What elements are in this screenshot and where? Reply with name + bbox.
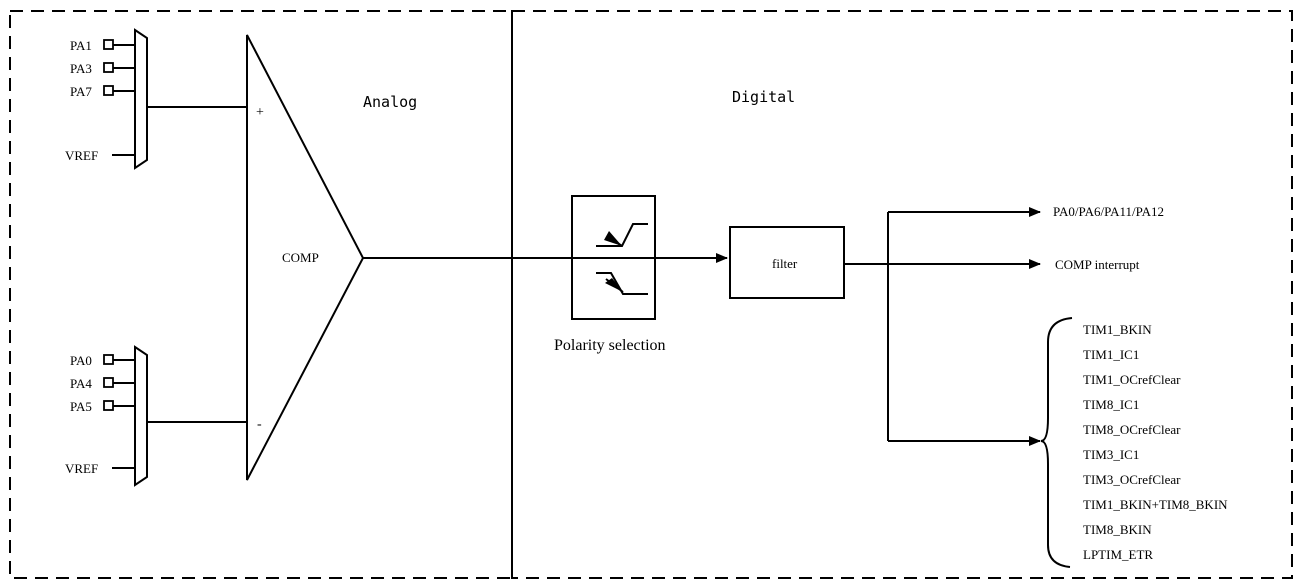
- timer-target-item: TIM1_BKIN+TIM8_BKIN: [1083, 497, 1228, 512]
- non-inverting-symbol-icon: [596, 223, 648, 247]
- pin-label: PA7: [70, 84, 92, 99]
- comparator-label: COMP: [282, 250, 319, 265]
- pin-label: PA1: [70, 38, 92, 53]
- timer-targets-brace: [1040, 317, 1073, 568]
- timer-target-item: TIM3_IC1: [1083, 447, 1139, 462]
- filter-block: [729, 226, 845, 299]
- comparator-minus-sign: -: [257, 417, 262, 432]
- timer-target-item: LPTIM_ETR: [1083, 547, 1153, 562]
- inverting-symbol-icon: [596, 272, 648, 295]
- timer-target-item: TIM1_IC1: [1083, 347, 1139, 362]
- minus-mux-input-2: PA4: [70, 376, 135, 391]
- vref-label: VREF: [65, 148, 98, 163]
- minus-mux-input-3: PA5: [70, 399, 135, 414]
- timer-target-item: TIM1_OCrefClear: [1083, 372, 1181, 387]
- plus-mux-input-2: PA3: [70, 61, 135, 76]
- polarity-selector: [571, 195, 656, 320]
- plus-input-mux: PA1 PA3 PA7 VREF: [65, 28, 148, 170]
- plus-mux-input-1: PA1: [70, 38, 135, 53]
- polarity-selection-label: Polarity selection: [554, 337, 666, 354]
- timer-target-item: TIM8_IC1: [1083, 397, 1139, 412]
- timer-target-item: TIM1_BKIN: [1083, 322, 1152, 337]
- digital-region-frame: [511, 10, 1293, 579]
- comparator: + - COMP: [246, 34, 365, 481]
- timer-target-item: TIM8_BKIN: [1083, 522, 1152, 537]
- plus-mux-vref: VREF: [65, 148, 135, 163]
- minus-mux-vref: VREF: [65, 461, 135, 476]
- comparator-triangle: [246, 34, 365, 481]
- pin-label: PA4: [70, 376, 92, 391]
- analog-region-label: Analog: [363, 93, 417, 111]
- comp-interrupt-label: COMP interrupt: [1055, 257, 1140, 272]
- minus-input-mux: PA0 PA4 PA5 VREF: [65, 345, 148, 487]
- timer-target-list: TIM1_BKIN TIM1_IC1 TIM1_OCrefClear TIM8_…: [1083, 322, 1228, 562]
- digital-region-label: Digital: [732, 88, 795, 106]
- analog-region-frame: [9, 10, 513, 579]
- gpio-output-label: PA0/PA6/PA11/PA12: [1053, 204, 1164, 219]
- pin-label: PA5: [70, 399, 92, 414]
- minus-mux-input-1: PA0: [70, 353, 135, 368]
- timer-target-item: TIM8_OCrefClear: [1083, 422, 1181, 437]
- pin-label: PA3: [70, 61, 92, 76]
- plus-mux-input-3: PA7: [70, 84, 135, 99]
- filter-label: filter: [772, 256, 798, 271]
- vref-label: VREF: [65, 461, 98, 476]
- timer-target-item: TIM3_OCrefClear: [1083, 472, 1181, 487]
- comparator-plus-sign: +: [256, 105, 264, 120]
- pin-label: PA0: [70, 353, 92, 368]
